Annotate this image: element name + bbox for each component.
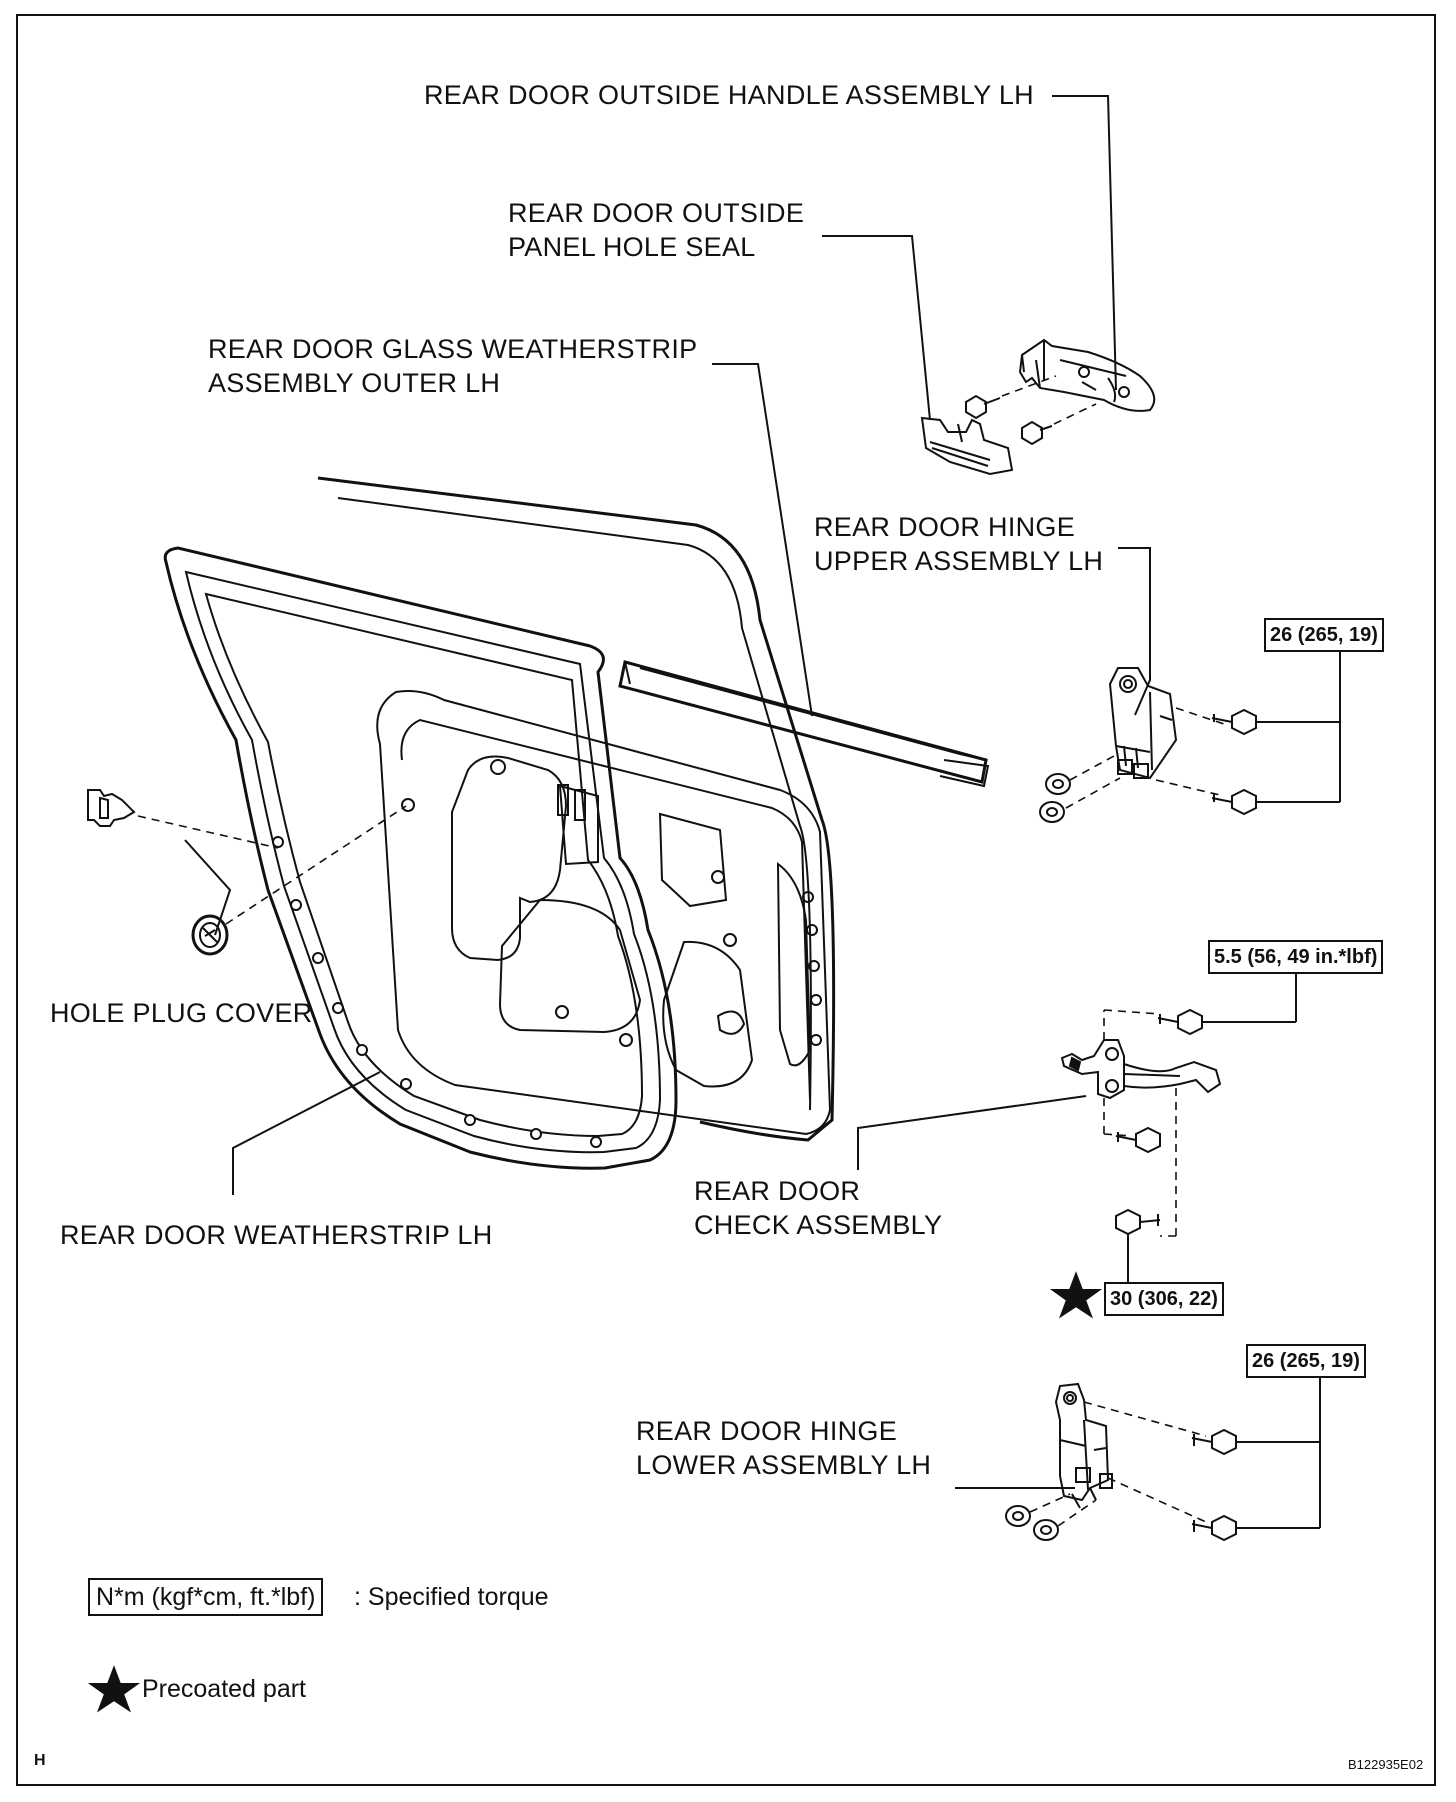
hinge-lower-part (1005, 1370, 1321, 1542)
label-panel-hole-seal: REAR DOOR OUTSIDE PANEL HOLE SEAL (508, 198, 805, 262)
label-door-weatherstrip: REAR DOOR WEATHERSTRIP LH (60, 1220, 493, 1250)
legend-precoat-desc: Precoated part (142, 1675, 306, 1703)
label-glass-weatherstrip: REAR DOOR GLASS WEATHERSTRIP ASSEMBLY OU… (208, 334, 698, 398)
outside-handle-part (1018, 338, 1156, 412)
torque-check-lower: 30 (306, 22) (1104, 1282, 1224, 1316)
leader-lines (184, 95, 1151, 1489)
handle-screws (965, 375, 1097, 446)
precoat-star-icon (1049, 1271, 1103, 1319)
hole-plug-cover-part (191, 805, 407, 956)
torque-check-upper: 5.5 (56, 49 in.*lbf) (1208, 940, 1384, 974)
torque-hinge-upper: 26 (265, 19) (1264, 618, 1384, 652)
section-letter: H (34, 1752, 46, 1769)
diagram-frame (16, 14, 1436, 1786)
panel-hole-seal-part (920, 416, 1014, 476)
legend-torque-unit-box: N*m (kgf*cm, ft.*lbf) (88, 1578, 324, 1616)
label-hinge-upper: REAR DOOR HINGE UPPER ASSEMBLY LH (814, 512, 1104, 576)
check-assembly-part (1060, 972, 1297, 1290)
label-outside-handle: REAR DOOR OUTSIDE HANDLE ASSEMBLY LH (424, 80, 1034, 110)
legend-precoat-star-icon (87, 1665, 141, 1713)
label-hole-plug-cover: HOLE PLUG COVER (50, 998, 313, 1028)
legend-torque-desc: : Specified torque (354, 1583, 549, 1611)
hinge-upper-part (1039, 650, 1341, 823)
label-check-assembly: REAR DOOR CHECK ASSEMBLY (694, 1176, 943, 1240)
clip-part (87, 789, 279, 849)
label-hinge-lower: REAR DOOR HINGE LOWER ASSEMBLY LH (636, 1416, 932, 1480)
torque-hinge-lower: 26 (265, 19) (1246, 1344, 1366, 1378)
figure-code: B122935E02 (1348, 1757, 1424, 1772)
